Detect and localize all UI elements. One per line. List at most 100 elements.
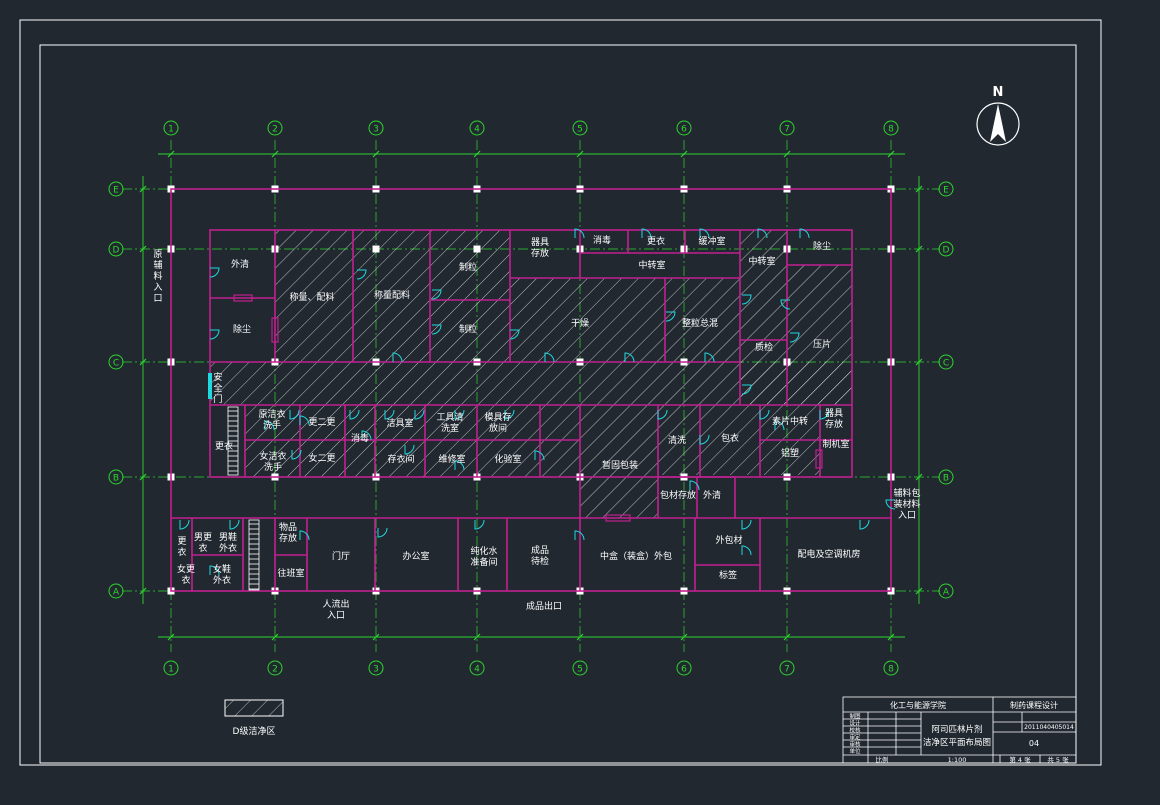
row-axis-bubble xyxy=(108,241,124,257)
room-label: 缓冲室 xyxy=(698,235,725,247)
door-swing xyxy=(377,527,388,538)
title-block-row-label: 审核 xyxy=(849,740,861,748)
door-swing xyxy=(264,420,275,431)
dimension-tick xyxy=(915,185,923,193)
column-axis-label: 5 xyxy=(577,125,583,135)
stairs xyxy=(227,406,260,591)
school-name: 化工与能源学院 xyxy=(890,700,946,710)
entrance-label: 原辅料入口 xyxy=(153,249,162,304)
sheet-label: 第 4 张 xyxy=(1009,755,1031,764)
door-swing xyxy=(741,294,752,305)
door-swing xyxy=(209,267,220,278)
dimension-tick xyxy=(167,633,175,641)
room-label: 器具存放 xyxy=(531,237,549,259)
door-swing xyxy=(299,530,310,541)
safety-door-mark xyxy=(208,373,212,399)
room-label: 除尘 xyxy=(813,240,831,252)
student-id: 2011040405014 xyxy=(1024,724,1074,731)
north-label: N xyxy=(993,85,1004,100)
column-axis-bubble xyxy=(267,120,283,136)
door-swing xyxy=(384,409,395,420)
door-swing xyxy=(454,409,465,420)
door-swing xyxy=(665,311,676,322)
column-axis-label: 8 xyxy=(888,665,894,675)
dimension-tick xyxy=(680,150,688,158)
column-axis-label: 6 xyxy=(681,665,687,675)
column-post xyxy=(680,245,688,253)
legend: D级洁净区 xyxy=(224,699,284,737)
title-block-row-label: 设计 xyxy=(849,719,861,727)
inner-frame xyxy=(39,44,1077,764)
room-label: 存衣间 xyxy=(387,453,414,465)
room-label: 整粒总混 xyxy=(682,317,718,329)
room-label: 质检 xyxy=(755,341,773,353)
title-block-row-label: 校核 xyxy=(849,726,861,734)
room-label: 配电及空调机房 xyxy=(797,548,860,560)
room-label: 暂固包装 xyxy=(602,459,638,471)
door-swing xyxy=(741,545,752,556)
door-swing xyxy=(179,519,190,530)
column-axis-bubble xyxy=(676,120,692,136)
room-label: 更衣 xyxy=(215,440,233,452)
column-axis-label: 7 xyxy=(784,665,790,675)
column-axis-label: 2 xyxy=(272,665,278,675)
dimension-tick xyxy=(915,587,923,595)
drawing-number: 04 xyxy=(1029,739,1039,748)
row-axis-bubble xyxy=(938,241,954,257)
dimension-tick xyxy=(139,473,147,481)
row-axis-label: C xyxy=(943,359,949,369)
door-swing xyxy=(356,269,367,280)
row-axis-label: C xyxy=(113,359,119,369)
door-swing xyxy=(474,519,485,530)
door-swing xyxy=(641,228,652,239)
column-axis-bubble xyxy=(469,120,485,136)
door-swing xyxy=(299,415,310,426)
room-label: 清洗 xyxy=(668,434,686,446)
row-axis-bubble xyxy=(938,469,954,485)
column-axis-bubble xyxy=(267,660,283,676)
room-label: 消毒 xyxy=(593,234,611,246)
column-axis-bubble xyxy=(469,660,485,676)
room-label: 素片中转 xyxy=(772,415,808,427)
row-axis-bubble xyxy=(108,354,124,370)
room-label: 更衣 xyxy=(647,235,665,247)
dimension-tick xyxy=(915,358,923,366)
column-axis-bubble xyxy=(572,120,588,136)
dimension-tick xyxy=(139,587,147,595)
legend-label: D级洁净区 xyxy=(233,725,276,737)
row-axis-label: E xyxy=(113,186,119,196)
dimension-tick xyxy=(915,473,923,481)
row-axis-label: E xyxy=(943,186,949,196)
door-swing xyxy=(699,434,710,445)
column-axis-bubble xyxy=(572,660,588,676)
title-block-row-label: 单位 xyxy=(849,747,861,755)
room-label: 称量配料 xyxy=(374,289,410,301)
door-swing xyxy=(780,299,791,310)
total-label: 共 5 张 xyxy=(1047,755,1069,764)
room-label: 门厅 xyxy=(332,550,350,562)
room-label: 女更衣 xyxy=(177,563,195,586)
room-label: 男鞋外衣 xyxy=(219,531,237,554)
door-swing xyxy=(431,324,442,335)
door-swing xyxy=(509,329,520,340)
row-axis-bubble xyxy=(108,181,124,197)
door-swing xyxy=(574,530,585,541)
dimension-tick xyxy=(576,150,584,158)
door-swing xyxy=(574,228,585,239)
column-axis-label: 4 xyxy=(474,665,480,675)
room-label: 维修室 xyxy=(438,453,465,465)
row-axis-bubble xyxy=(108,469,124,485)
door-swing xyxy=(504,409,515,420)
room-label: 干燥 xyxy=(571,318,589,329)
row-axis-label: B xyxy=(943,474,949,484)
dimension-tick xyxy=(473,150,481,158)
column-axis-label: 2 xyxy=(272,125,278,135)
door-swing xyxy=(361,430,372,441)
door-swing xyxy=(349,409,360,420)
room-labels: 外清除尘称量、配料称量配料制粒制粒器具存放消毒更衣缓冲室中转室干燥整粒总混中转室… xyxy=(177,234,861,586)
room-label: 女鞋外衣 xyxy=(213,563,231,586)
door-swing xyxy=(689,480,700,491)
room-label: 外包材 xyxy=(715,534,742,546)
room-label: 制机室 xyxy=(822,438,849,450)
